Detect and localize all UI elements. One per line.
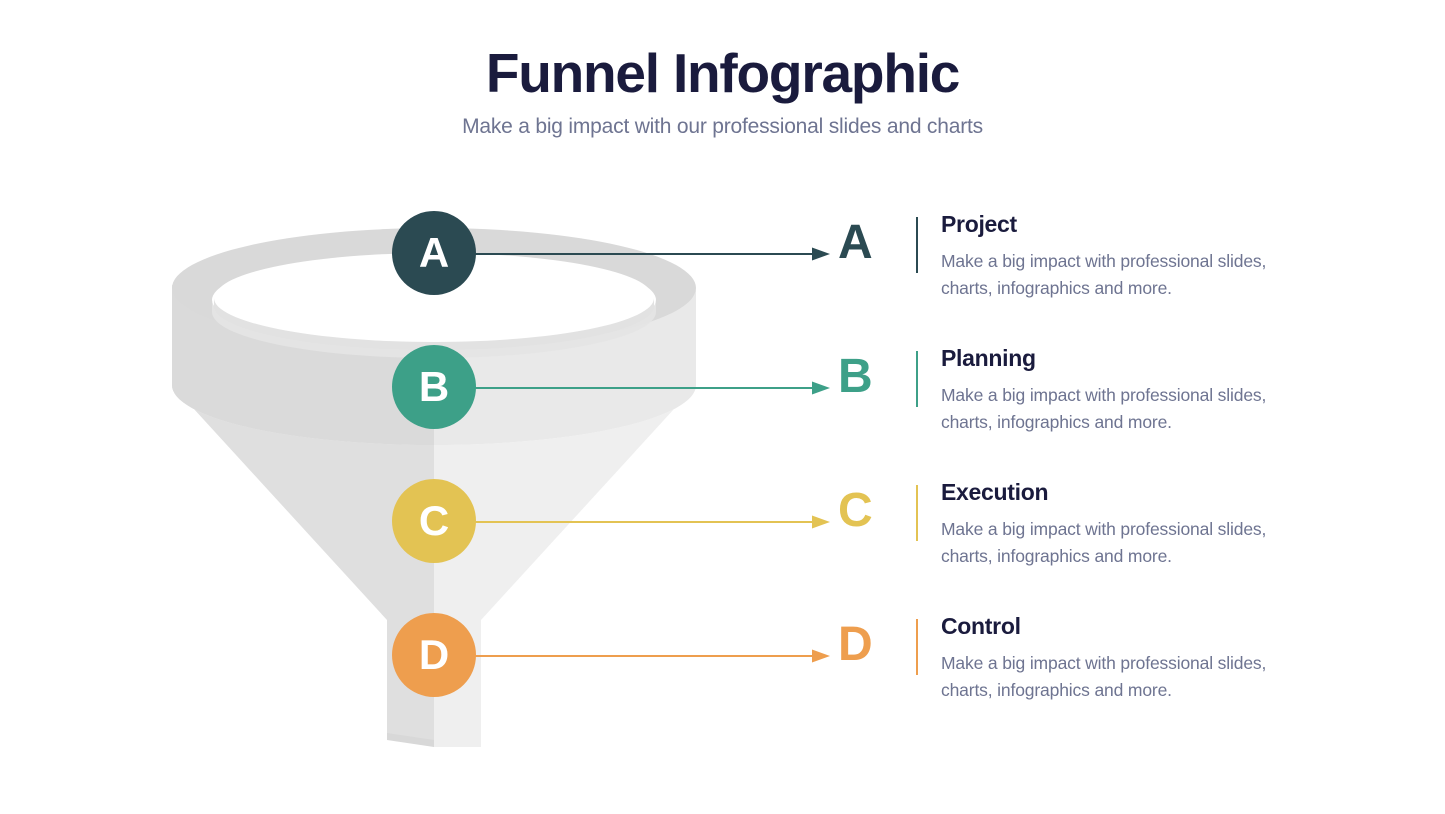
- connector-arrow-a: [474, 247, 830, 261]
- stage-title-c: Execution: [941, 479, 1049, 505]
- stage-row-d: D D Control Make a big impact with profe…: [0, 587, 1445, 727]
- stage-desc-b: Make a big impact with professional slid…: [941, 384, 1267, 432]
- stage-divider-a: [916, 217, 918, 273]
- stage-letter-b: B: [838, 350, 873, 403]
- funnel-illustration-svg: [172, 228, 696, 747]
- stage-divider-b: [916, 351, 918, 407]
- stage-badge-b[interactable]: B: [392, 345, 476, 429]
- stage-letter-c: C: [838, 484, 873, 537]
- stage-letter-a: A: [838, 216, 873, 269]
- stage-desc-d: Make a big impact with professional slid…: [941, 652, 1267, 700]
- stage-badge-letter-d: D: [418, 631, 450, 678]
- stage-text-a: Project Make a big impact with professio…: [941, 211, 1311, 302]
- page-subtitle: Make a big impact with our professional …: [462, 115, 983, 139]
- stage-badge-d[interactable]: D: [392, 613, 476, 697]
- header: Funnel Infographic Make a big impact wit…: [0, 42, 1445, 139]
- stage-badge-letter-a: A: [418, 229, 450, 276]
- stage-badge-a[interactable]: A: [392, 211, 476, 295]
- connector-arrow-b: [474, 381, 830, 395]
- stage-text-b: Planning Make a big impact with professi…: [941, 345, 1311, 436]
- stage-badge-c[interactable]: C: [392, 479, 476, 563]
- stage-title-a: Project: [941, 211, 1017, 237]
- funnel-graphic: [150, 200, 710, 770]
- connector-arrow-d: [474, 649, 830, 663]
- stage-text-c: Execution Make a big impact with profess…: [941, 479, 1311, 570]
- stage-title-b: Planning: [941, 345, 1036, 371]
- stage-row-a: A A Project Make a big impact with profe…: [0, 185, 1445, 325]
- stage-row-b: B B Planning Make a big impact with prof…: [0, 319, 1445, 459]
- stage-divider-d: [916, 619, 918, 675]
- stage-title-d: Control: [941, 613, 1021, 639]
- stage-text-d: Control Make a big impact with professio…: [941, 613, 1311, 704]
- stage-badge-letter-b: B: [418, 363, 450, 410]
- connector-arrow-c: [474, 515, 830, 529]
- stage-desc-c: Make a big impact with professional slid…: [941, 518, 1267, 566]
- stage-letter-d: D: [838, 618, 873, 671]
- page-title: Funnel Infographic: [485, 42, 961, 104]
- stage-desc-a: Make a big impact with professional slid…: [941, 250, 1267, 298]
- stage-row-c: C C Execution Make a big impact with pro…: [0, 453, 1445, 593]
- stage-badge-letter-c: C: [418, 497, 450, 544]
- stage-divider-c: [916, 485, 918, 541]
